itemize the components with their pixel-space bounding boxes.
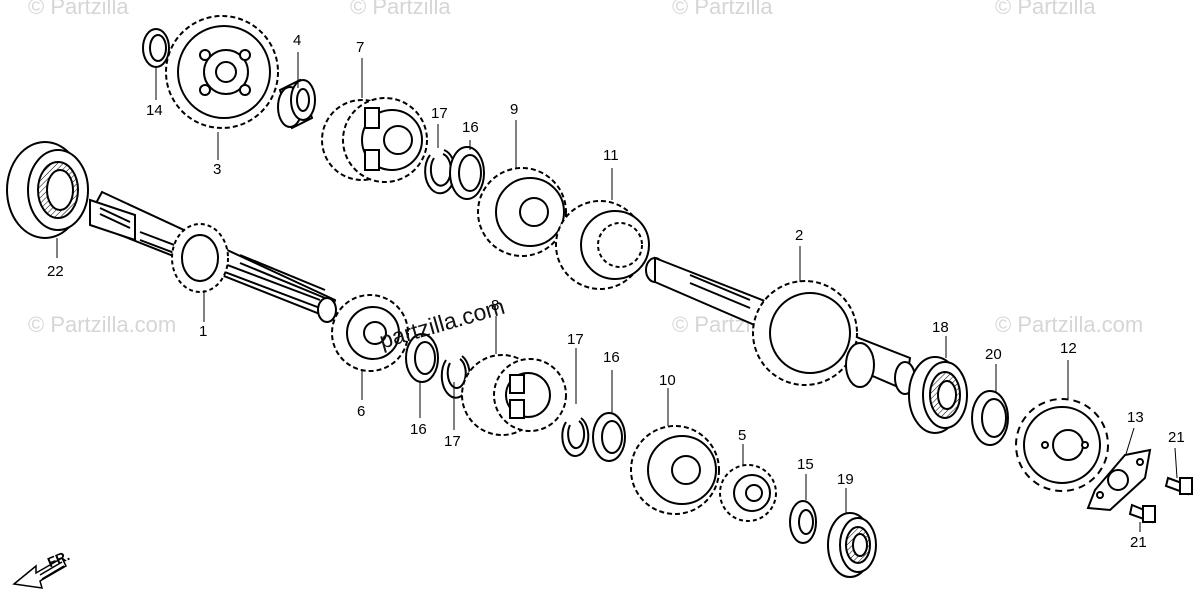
gear-9 — [477, 167, 567, 257]
callout-16-lower-left: 16 — [410, 421, 427, 438]
washer-16-upper — [449, 146, 485, 200]
callout-17-lower-right: 17 — [567, 331, 584, 348]
callout-7: 7 — [356, 39, 365, 56]
callout-9: 9 — [510, 101, 519, 118]
callout-21-upper: 21 — [1168, 429, 1185, 446]
front-direction-arrow — [12, 556, 67, 589]
callout-4: 4 — [293, 32, 302, 49]
gear-5 — [719, 464, 777, 522]
main-shaft-1 — [89, 190, 337, 323]
watermark-top-1: © Partzilla — [28, 0, 129, 19]
gear-3 — [165, 15, 279, 129]
watermark-top-3: © Partzilla — [672, 0, 773, 19]
bearing-18 — [908, 356, 968, 434]
callout-2: 2 — [795, 227, 804, 244]
callout-14: 14 — [146, 102, 163, 119]
callout-21-lower: 21 — [1130, 534, 1147, 551]
washer-16-lower-left — [405, 333, 439, 383]
gear-7 — [321, 97, 428, 183]
callout-10: 10 — [659, 372, 676, 389]
callout-16-upper: 16 — [462, 119, 479, 136]
callout-12: 12 — [1060, 340, 1077, 357]
oil-seal-20 — [971, 390, 1009, 446]
watermark-mid-4: © Partzilla.com — [995, 312, 1144, 337]
callout-17-upper: 17 — [431, 105, 448, 122]
bushing-4 — [277, 78, 316, 130]
callout-22: 22 — [47, 263, 64, 280]
drive-sprocket-12 — [1015, 398, 1109, 492]
callout-17-lower-left: 17 — [444, 433, 461, 450]
watermark-top-2: © Partzilla — [350, 0, 451, 19]
callout-20: 20 — [985, 346, 1002, 363]
washer-15 — [789, 500, 817, 544]
bearing-19 — [827, 512, 877, 578]
circlip-17-lower-left — [440, 355, 471, 399]
bolt-21-lower — [1128, 503, 1156, 524]
callout-1: 1 — [199, 323, 208, 340]
callout-8: 8 — [491, 297, 500, 314]
callout-11: 11 — [603, 147, 619, 164]
washer-16-lower-right — [592, 412, 626, 462]
callout-5: 5 — [738, 427, 747, 444]
watermark-mid-1: © Partzilla.com — [28, 312, 177, 337]
gear-11 — [555, 200, 650, 290]
fixing-plate-13 — [1086, 448, 1152, 512]
bolt-21-upper — [1164, 476, 1193, 496]
callout-18: 18 — [932, 319, 949, 336]
gear-10 — [630, 425, 720, 515]
gear-6 — [331, 294, 409, 372]
watermark-top-4: © Partzilla — [995, 0, 1096, 19]
callout-15: 15 — [797, 456, 814, 473]
circlip-17-lower-right — [561, 417, 590, 457]
callout-19: 19 — [837, 471, 854, 488]
bearing-22 — [6, 141, 89, 239]
gear-8 — [461, 354, 567, 436]
countershaft-2 — [645, 256, 916, 395]
washer-14 — [142, 28, 170, 68]
callout-16-lower-right: 16 — [603, 349, 620, 366]
callout-3: 3 — [213, 161, 222, 178]
callout-13: 13 — [1127, 409, 1144, 426]
callout-6: 6 — [357, 403, 366, 420]
